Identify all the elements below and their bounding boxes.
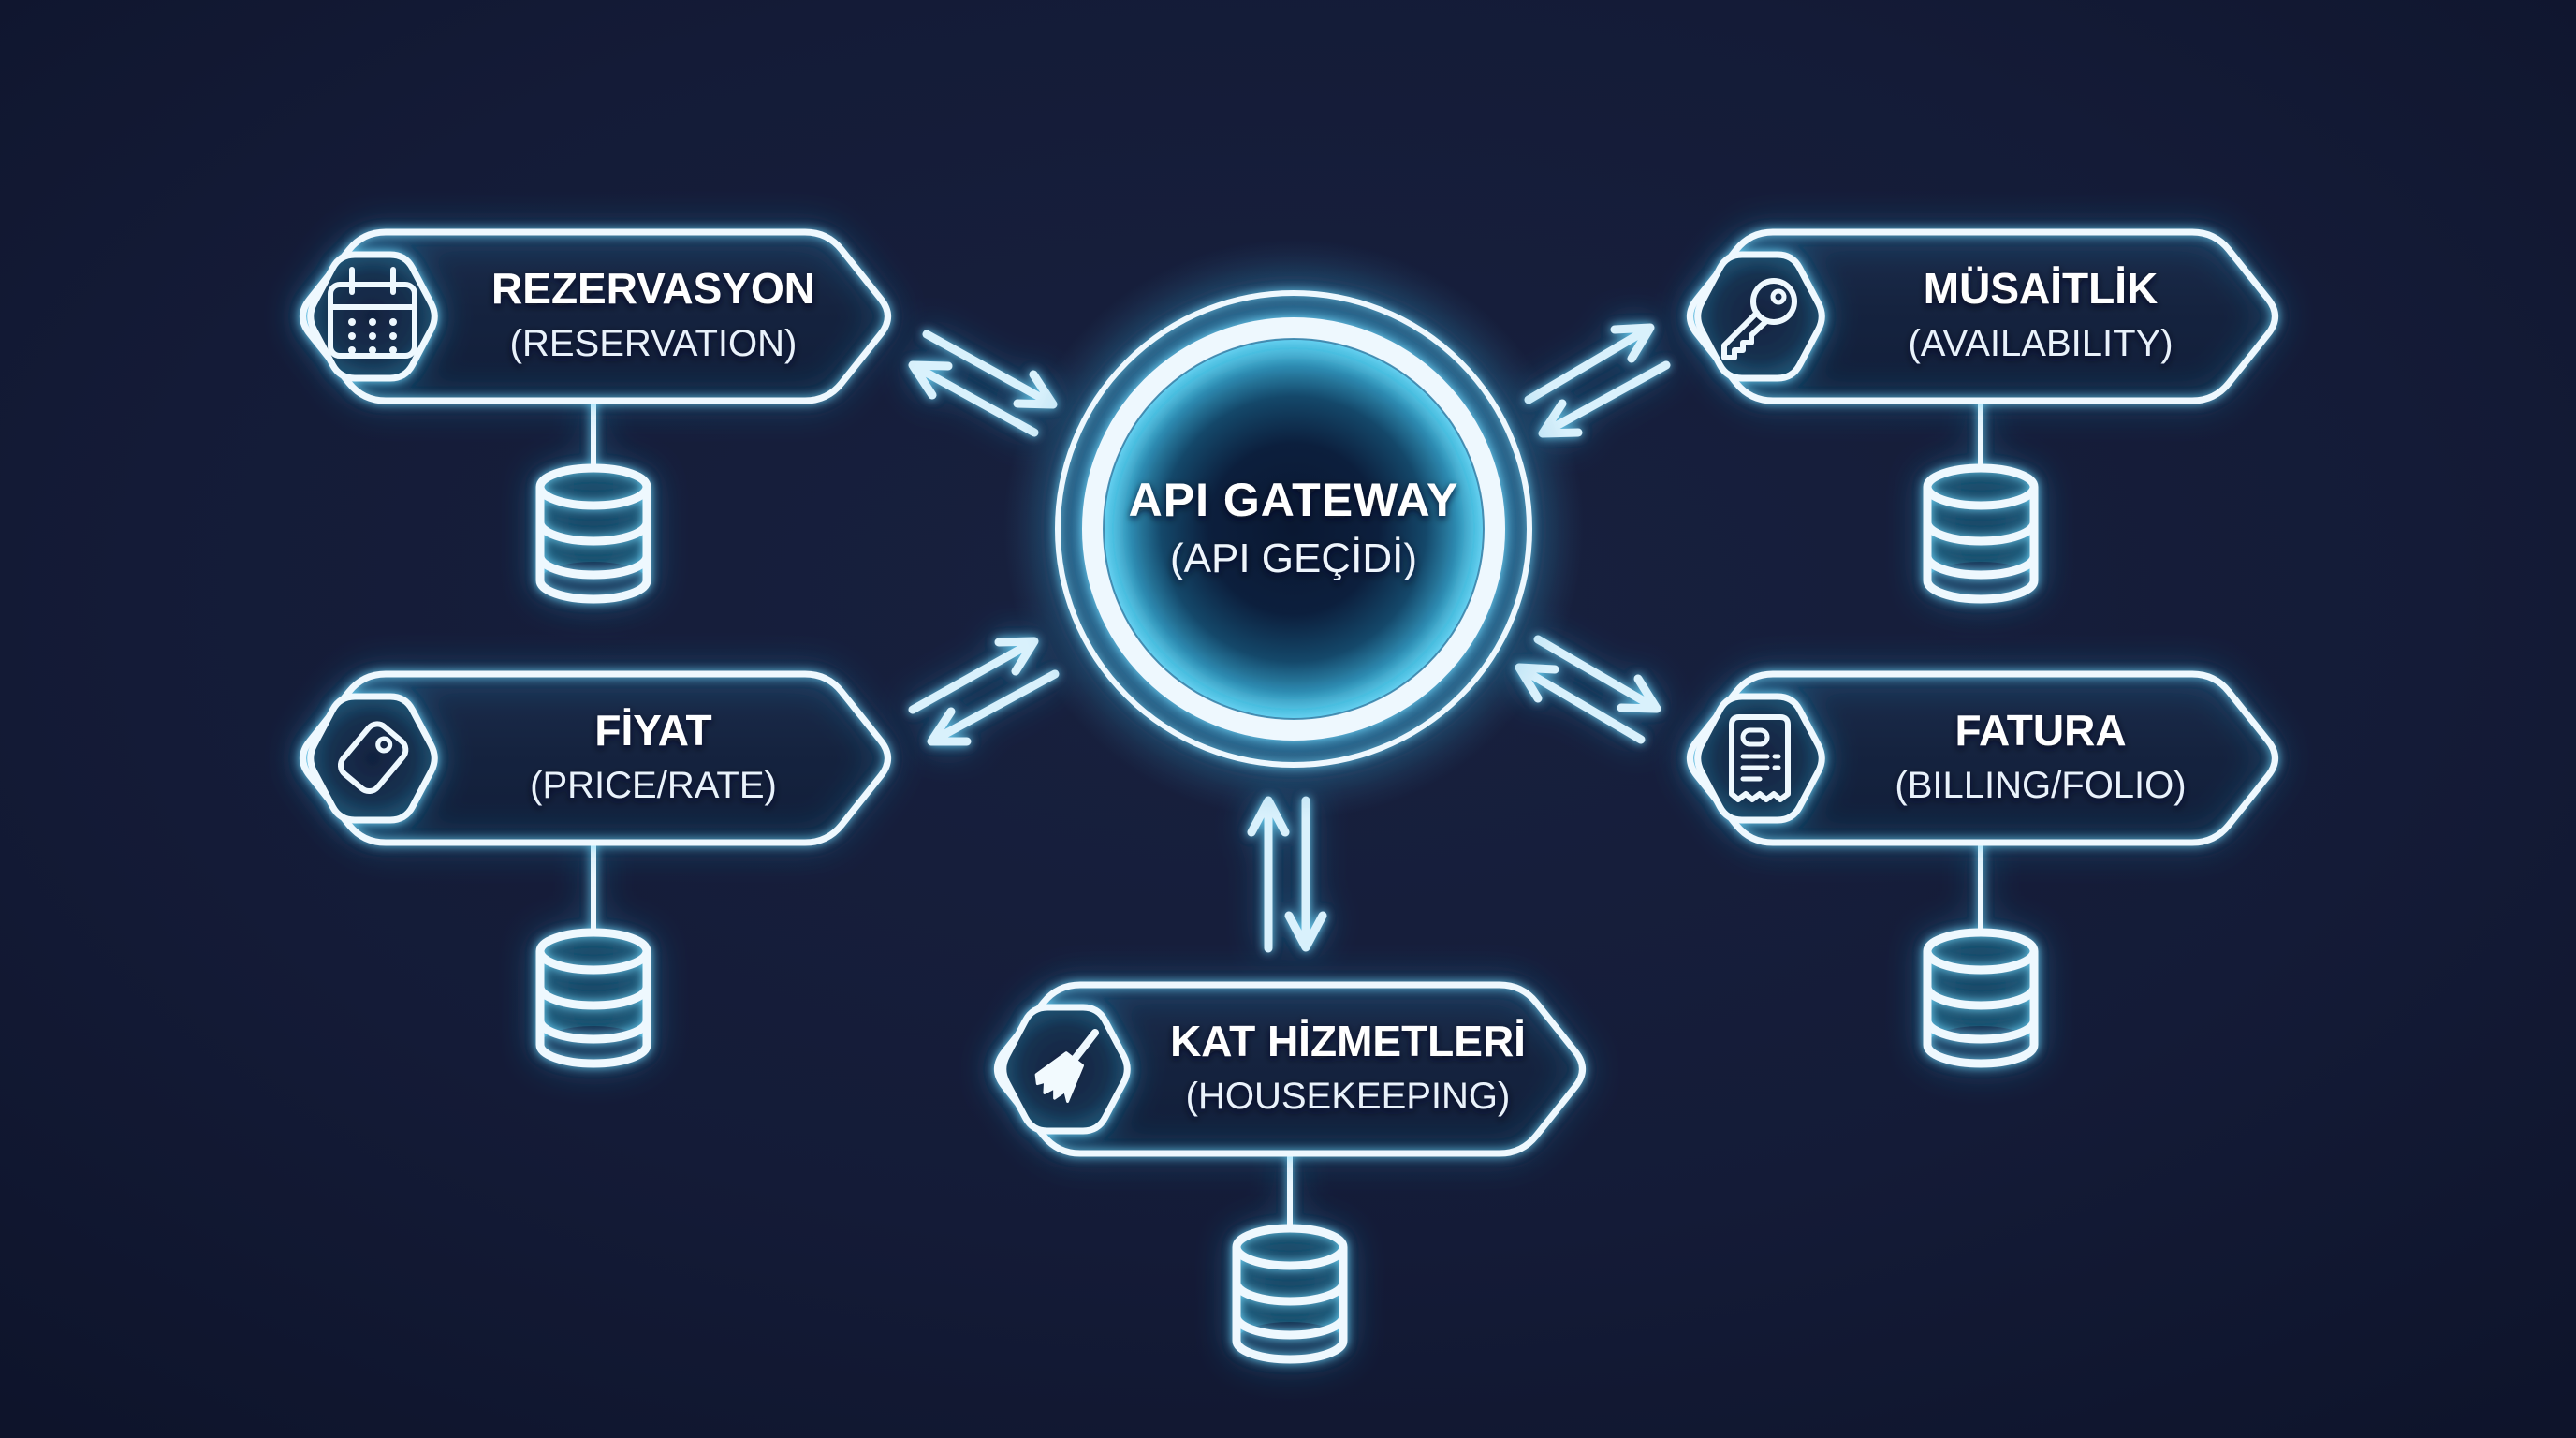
arrow-to-service	[1524, 323, 1655, 404]
receipt-icon	[1729, 714, 1791, 802]
api-gateway-node: API GATEWAY (API GEÇİDİ)	[1003, 239, 1584, 819]
database-kat-hizmetleri	[1232, 1153, 1348, 1364]
service-node-fatura: FATURA (BILLING/FOLIO)	[1690, 674, 2276, 843]
database-icon	[1923, 487, 2039, 604]
arrow-to-service	[1533, 635, 1661, 713]
gateway-main-ring	[1082, 317, 1505, 741]
key-icon	[1721, 278, 1797, 360]
node-subtitle: (HOUSEKEEPING)	[1186, 1076, 1511, 1117]
service-node-fiyat: FİYAT (PRICE/RATE)	[303, 674, 888, 843]
node-title: MÜSAİTLİK	[1924, 264, 2158, 313]
tag-icon	[337, 721, 409, 795]
database-musaitlik	[1923, 398, 2039, 604]
broom-icon	[1034, 1029, 1100, 1103]
node-subtitle: (AVAILABILITY)	[1908, 323, 2173, 364]
node-subtitle: (BILLING/FOLIO)	[1895, 765, 2186, 806]
gateway-core	[1105, 340, 1483, 718]
gateway-outer-ring	[1055, 290, 1532, 768]
database-icon	[1232, 1247, 1348, 1364]
database-fiyat	[535, 843, 651, 1068]
calendar-icon	[328, 267, 417, 359]
icon-hexagon	[311, 697, 435, 820]
database-icon	[1923, 951, 2039, 1068]
arrow-to-service	[908, 360, 1039, 437]
database-icon	[535, 487, 651, 604]
arrow-to-service	[927, 669, 1060, 746]
node-title: FİYAT	[594, 706, 711, 755]
service-node-kat-hizmetleri: KAT HİZMETLERİ (HOUSEKEEPING)	[998, 985, 1583, 1153]
database-icon	[535, 951, 651, 1068]
node-title: REZERVASYON	[491, 264, 815, 313]
gateway-title: API GATEWAY	[1129, 474, 1459, 526]
service-node-musaitlik: MÜSAİTLİK (AVAILABILITY)	[1690, 232, 2276, 401]
database-rezervasyon	[535, 398, 651, 604]
gateway-subtitle: (API GEÇİDİ)	[1170, 536, 1417, 581]
node-title: FATURA	[1954, 706, 2126, 755]
node-title: KAT HİZMETLERİ	[1170, 1017, 1526, 1065]
node-subtitle: (PRICE/RATE)	[530, 765, 777, 806]
arrow-to-service	[1284, 796, 1327, 952]
service-node-rezervasyon: REZERVASYON (RESERVATION)	[303, 232, 888, 401]
node-subtitle: (RESERVATION)	[510, 323, 798, 364]
database-fatura	[1923, 843, 2039, 1068]
